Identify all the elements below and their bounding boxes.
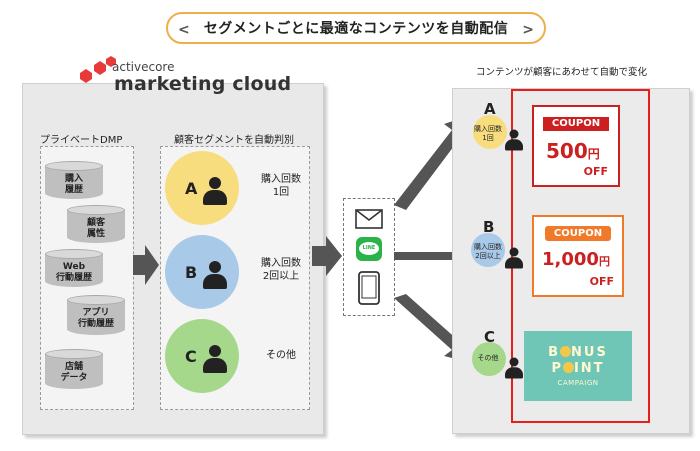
email-icon bbox=[355, 209, 383, 229]
segment-b-circle: B bbox=[165, 235, 239, 309]
coin-icon bbox=[562, 362, 574, 373]
dmp-db-store: 店舗データ bbox=[45, 349, 103, 389]
phone-icon bbox=[358, 271, 380, 305]
mini-letter: A bbox=[484, 100, 496, 118]
bonus-line-1: B NUS bbox=[524, 345, 632, 360]
coupon-amount-value: 500 bbox=[546, 139, 588, 163]
segment-letter: C bbox=[185, 347, 197, 366]
segment-label: 顧客セグメントを自動判別 bbox=[174, 135, 294, 146]
person-icon bbox=[505, 357, 523, 379]
dmp-item-line: 履歴 bbox=[64, 185, 83, 195]
segment-c-desc: その他 bbox=[266, 350, 296, 361]
bonus-text: INT bbox=[573, 361, 605, 376]
dmp-item-line: 購入 bbox=[64, 174, 83, 184]
dmp-item-line: データ bbox=[60, 373, 88, 383]
segment-c-circle: C bbox=[165, 319, 239, 393]
right-label: コンテンツが顧客にあわせて自動で変化 bbox=[476, 67, 648, 78]
segment-desc-line: 1回 bbox=[272, 187, 290, 198]
dmp-item-line: 行動履歴 bbox=[77, 319, 114, 329]
coin-icon bbox=[560, 346, 572, 357]
mini-letter: C bbox=[484, 328, 496, 346]
person-icon bbox=[203, 345, 227, 373]
bonus-line-2: P INT bbox=[524, 361, 632, 376]
bonus-text: B bbox=[548, 345, 561, 360]
coupon-off: OFF bbox=[589, 275, 614, 288]
logo-activecore: activecore bbox=[112, 60, 175, 74]
chevron-right-icon: > bbox=[522, 22, 534, 38]
dmp-item-line: Web bbox=[62, 262, 86, 272]
mini-text-c: その他 bbox=[477, 354, 499, 362]
person-icon bbox=[203, 261, 227, 289]
mini-text-line: 購入回数 bbox=[474, 125, 502, 133]
segment-a-desc: 購入回数 1回 bbox=[253, 173, 309, 199]
coupon-yen: 円 bbox=[587, 147, 600, 161]
title-banner: < セグメントごとに最適なコンテンツを自動配信 > bbox=[166, 12, 546, 44]
mini-segment-b bbox=[471, 233, 505, 267]
dmp-db-attribute: 顧客属性 bbox=[67, 205, 125, 243]
person-icon bbox=[505, 129, 523, 151]
coupon-1000: COUPON 1,000円 OFF bbox=[532, 215, 624, 297]
logo-marketing-cloud: marketing cloud bbox=[114, 73, 292, 95]
mini-letter: B bbox=[483, 218, 495, 236]
coupon-label: COUPON bbox=[543, 117, 609, 131]
coupon-yen: 円 bbox=[598, 255, 610, 268]
segment-a-circle: A bbox=[165, 151, 239, 225]
dmp-item-line: 行動履歴 bbox=[55, 273, 92, 283]
page-title: セグメントごとに最適なコンテンツを自動配信 bbox=[203, 21, 509, 37]
coupon-amount: 1,000円 bbox=[542, 249, 610, 270]
bonus-point-banner: B NUS P INT CAMPAIGN bbox=[524, 331, 632, 401]
coupon-label: COUPON bbox=[545, 226, 611, 241]
coupon-amount: 500円 bbox=[546, 139, 600, 163]
coupon-500: COUPON 500円 OFF bbox=[532, 105, 620, 187]
dmp-item-line: 顧客 bbox=[86, 218, 105, 228]
bonus-text: P bbox=[551, 361, 563, 376]
dmp-db-purchase: 購入履歴 bbox=[45, 161, 103, 199]
segment-b-desc: 購入回数 2回以上 bbox=[253, 257, 309, 283]
person-icon bbox=[505, 247, 523, 269]
mini-segment-c bbox=[472, 342, 506, 376]
chevron-left-icon: < bbox=[178, 22, 190, 38]
mini-text-line: 2回以上 bbox=[475, 252, 501, 260]
coupon-off: OFF bbox=[583, 165, 608, 178]
dmp-item-line: 店舗 bbox=[64, 362, 83, 372]
mini-text-line: 購入回数 bbox=[474, 243, 502, 251]
bonus-text: NUS bbox=[571, 345, 608, 360]
coupon-amount-value: 1,000 bbox=[542, 249, 599, 270]
dmp-label: プライベートDMP bbox=[40, 135, 123, 146]
dmp-item-line: アプリ bbox=[82, 308, 110, 318]
segment-letter: A bbox=[185, 179, 198, 198]
mini-segment-a bbox=[473, 115, 507, 149]
segment-letter: B bbox=[185, 263, 198, 282]
arrow-right-icon bbox=[133, 245, 159, 285]
logo-mark-icon bbox=[80, 56, 116, 83]
person-icon bbox=[203, 177, 227, 205]
arrow-right-icon bbox=[312, 236, 342, 276]
mini-text-line: 1回 bbox=[482, 134, 494, 142]
line-app-icon: LINE bbox=[356, 237, 382, 261]
segment-column: A 購入回数 1回 B 購入回数 2回以上 C その他 bbox=[160, 146, 310, 410]
bonus-campaign: CAMPAIGN bbox=[557, 379, 599, 387]
channels-box: LINE bbox=[343, 198, 395, 316]
segment-desc-line: 2回以上 bbox=[262, 271, 300, 282]
segment-desc-line: 購入回数 bbox=[261, 258, 301, 269]
line-label: LINE bbox=[362, 245, 376, 251]
dmp-item-line: 属性 bbox=[86, 229, 105, 239]
segment-desc-line: 購入回数 bbox=[261, 174, 301, 185]
dmp-db-app: アプリ行動履歴 bbox=[67, 295, 125, 335]
